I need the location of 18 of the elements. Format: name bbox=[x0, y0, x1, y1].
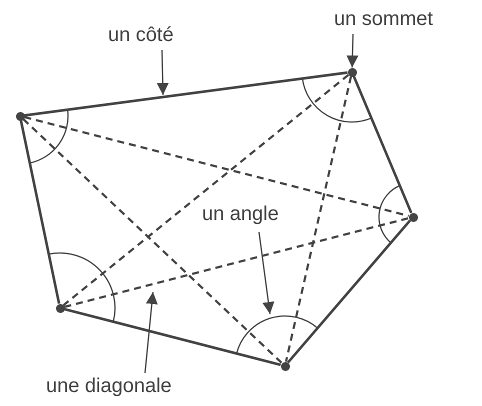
leader-arrow bbox=[258, 232, 274, 314]
leader-arrow bbox=[156, 50, 169, 96]
side-label: un côté bbox=[108, 24, 174, 47]
diagonal-line bbox=[24, 116, 409, 217]
diagonal-line bbox=[62, 74, 350, 306]
diagonal-line bbox=[22, 118, 282, 364]
polygon-side bbox=[286, 220, 412, 364]
leader-arrow bbox=[346, 34, 358, 68]
diagonal-line bbox=[284, 76, 352, 362]
polygon-side bbox=[20, 120, 60, 304]
polygon-side bbox=[352, 76, 412, 214]
polygon-side bbox=[24, 71, 348, 117]
leader-arrow bbox=[144, 292, 158, 374]
diagonal-line bbox=[64, 217, 409, 308]
polygon-side bbox=[64, 308, 281, 366]
diagonal-label: une diagonale bbox=[46, 375, 172, 398]
angle-label: un angle bbox=[202, 203, 279, 226]
vertex-label: un sommet bbox=[334, 8, 433, 31]
